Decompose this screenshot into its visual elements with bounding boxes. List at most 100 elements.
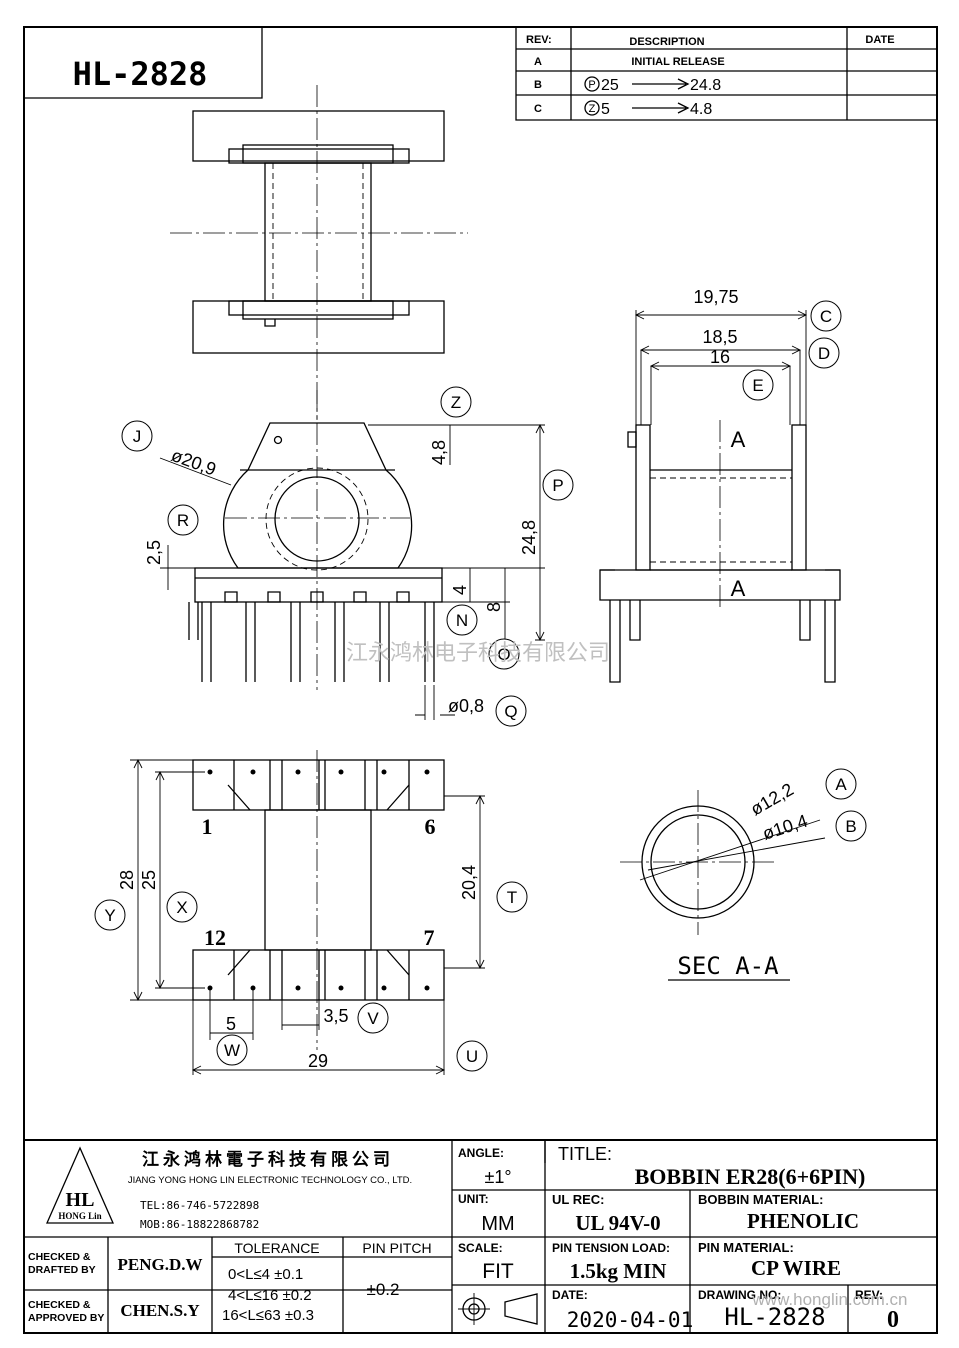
dim-25: 25 [139, 870, 159, 890]
balloon-n: N [446, 604, 478, 636]
pin-material-label: PIN MATERIAL: [698, 1240, 794, 1255]
tolerance-1: 0<L≤4 ±0.1 [228, 1266, 303, 1283]
scale-value: FIT [482, 1260, 514, 1283]
rev-header: REV: [526, 34, 552, 46]
svg-text:X: X [176, 898, 187, 917]
angle-label: ANGLE: [458, 1146, 504, 1160]
balloon-a: A [825, 768, 857, 800]
unit-label: UNIT: [458, 1192, 489, 1206]
svg-text:N: N [456, 611, 468, 630]
website-watermark: www.honglin.com.cn [752, 1290, 908, 1309]
balloon-j: J [121, 420, 153, 452]
approved-by-label: APPROVED BY [28, 1312, 104, 1324]
svg-text:O: O [497, 645, 510, 664]
dim-pin-dia: ø0,8 [448, 696, 484, 716]
company-tel: TEL:86-746-5722898 [140, 1199, 259, 1212]
front-view [159, 390, 545, 720]
rev-value: 0 [887, 1307, 899, 1333]
rev-a: A [534, 56, 542, 68]
balloon-x: X [166, 891, 198, 923]
logo-sub: HONG Lin [58, 1211, 101, 1221]
balloon-c: C [810, 300, 842, 332]
bobbin-material-value: PHENOLIC [747, 1209, 859, 1233]
dim-flange-dia: ø20,9 [169, 445, 219, 480]
rev-b: B [534, 79, 542, 91]
revision-table: REV: DESCRIPTION DATE A INITIAL RELEASE … [515, 27, 937, 121]
company-name-en: JIANG YONG HONG LIN ELECTRONIC TECHNOLOG… [128, 1175, 412, 1186]
pin-material-value: CP WIRE [751, 1256, 841, 1280]
tolerance-label: TOLERANCE [234, 1240, 319, 1256]
description-header: DESCRIPTION [629, 36, 704, 48]
rev-c-ref: Z [589, 103, 596, 115]
section-a-a [620, 790, 826, 981]
ul-label: UL REC: [552, 1192, 604, 1207]
section-mark-top: A [731, 427, 746, 452]
balloon-e: E [742, 369, 774, 401]
watermark: 江永鸿林电子科技有限公司 [346, 640, 610, 665]
balloon-z: Z [440, 386, 472, 418]
ul-value: UL 94V-0 [575, 1211, 660, 1235]
bobbin-material-label: BOBBIN MATERIAL: [698, 1192, 823, 1207]
svg-text:C: C [820, 307, 832, 326]
svg-text:P: P [552, 476, 563, 495]
dim-mid-width: 18,5 [702, 327, 737, 347]
svg-text:Q: Q [504, 702, 517, 721]
dim-step: 2,5 [144, 540, 164, 565]
balloon-d: D [808, 337, 840, 369]
rev-c-from: 5 [601, 101, 610, 118]
balloon-r: R [167, 504, 199, 536]
balloon-w: W [216, 1034, 248, 1066]
balloon-p: P [542, 469, 574, 501]
side-view [599, 310, 841, 683]
svg-text:T: T [507, 888, 517, 907]
dim-pitch-5: 5 [226, 1014, 236, 1034]
balloon-y: Y [94, 899, 126, 931]
rev-a-description: INITIAL RELEASE [631, 56, 724, 68]
pin-label-7: 7 [424, 925, 435, 950]
rev-b-from: 25 [601, 77, 619, 94]
rev-b-ref: P [588, 79, 595, 91]
date-header: DATE [865, 34, 894, 46]
dim-width-29: 29 [308, 1051, 328, 1071]
balloon-v: V [357, 1002, 389, 1034]
dim-pin-h1: 4 [450, 585, 470, 595]
dim-pitch-3-5: 3,5 [323, 1006, 348, 1026]
svg-text:A: A [835, 775, 847, 794]
dim-inner-width: 16 [710, 347, 730, 367]
company-mob: MOB:86-18822868782 [140, 1218, 259, 1231]
pin-pitch-value: ±0.2 [367, 1280, 400, 1299]
drafted-by-label: DRAFTED BY [28, 1264, 96, 1276]
view-labels: A A 1 6 12 7 SEC A-A [202, 427, 780, 980]
dim-dia-outer: ø12,2 [747, 779, 797, 819]
balloon-b: B [835, 810, 867, 842]
svg-text:E: E [752, 376, 763, 395]
tolerance-3: 16<L≤63 ±0.3 [222, 1307, 314, 1324]
dim-20-4: 20,4 [459, 865, 479, 900]
date-label: DATE: [552, 1288, 588, 1302]
logo: HL [66, 1189, 95, 1211]
pin-tension-label: PIN TENSION LOAD: [552, 1241, 670, 1255]
dim-28: 28 [117, 870, 137, 890]
rev-c: C [534, 103, 542, 115]
dim-pin-h2: 8 [484, 602, 504, 612]
rev-label: REV: [855, 1288, 883, 1302]
checked-approved-label: CHECKED & [28, 1299, 91, 1311]
bottom-view [130, 750, 485, 1075]
unit-value: MM [481, 1213, 514, 1235]
balloon-u: U [456, 1040, 488, 1072]
svg-text:J: J [133, 427, 142, 446]
svg-text:B: B [845, 817, 856, 836]
checked-drafted-label: CHECKED & [28, 1251, 91, 1263]
approved-name: CHEN.S.Y [120, 1301, 199, 1320]
svg-text:Z: Z [451, 393, 461, 412]
title-label: TITLE: [558, 1144, 612, 1164]
svg-text:R: R [177, 511, 189, 530]
angle-value: ±1° [484, 1167, 511, 1187]
drafted-name: PENG.D.W [118, 1255, 203, 1274]
drawing-no-value: HL-2828 [724, 1303, 825, 1331]
svg-text:U: U [466, 1047, 478, 1066]
dim-slot: 4,8 [429, 440, 449, 465]
dim-height: 24,8 [519, 520, 539, 555]
